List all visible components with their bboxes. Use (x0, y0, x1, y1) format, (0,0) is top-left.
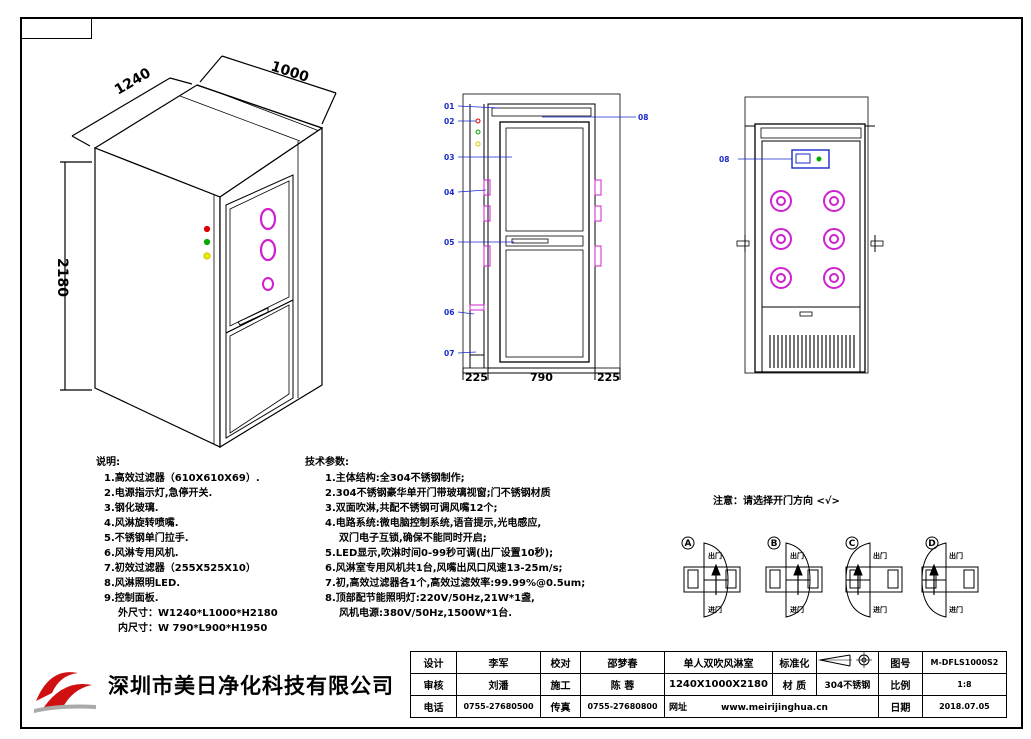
note-item: 5.不锈钢单门拉手. (104, 533, 189, 544)
standard-label: 标准化 (771, 651, 817, 674)
title-block: 设计 李军 校对 邵梦春 单人双吹风淋室 标准化 图号 M-DFLS1000S2… (410, 651, 1007, 718)
website-cell: 网址 www.meirijinghua.cn (664, 695, 879, 718)
dim-right: 225 (597, 371, 620, 384)
corner-box (20, 17, 92, 39)
dim-height: 2180 (54, 258, 70, 297)
web-value: www.meirijinghua.cn (721, 703, 828, 713)
door-b-out: 出门 (790, 551, 804, 560)
door-option-texts: 出门 进门 出门 进门 出门 进门 出门 进门 (708, 551, 963, 614)
door-c-out: 出门 (873, 551, 887, 560)
door-option-a (683, 542, 741, 618)
fax-label: 传真 (540, 695, 581, 718)
tech-item: 双门电子互锁,确保不能同时开启; (339, 533, 487, 544)
part-label-02: 02 (444, 117, 454, 126)
construction-value: 陈 蓉 (580, 673, 665, 696)
tech-block: 技术参数: 1.主体结构:全304不锈钢制作; 2.304不锈钢豪华单开门带玻璃… (305, 455, 585, 621)
tech-item: 4.电路系统:微电脑控制系统,语音提示,光电感应, (325, 518, 542, 529)
scale-label: 比例 (877, 673, 923, 696)
product-name: 单人双吹风淋室 (664, 651, 773, 674)
tech-item: 5.LED显示,吹淋时间0-99秒可调(出厂设置10秒); (325, 548, 554, 559)
drawing-no-label: 图号 (877, 651, 923, 674)
door-options (681, 536, 979, 618)
phone-value: 0755-27680500 (456, 695, 541, 718)
design-value: 李军 (456, 651, 541, 674)
scale-value: 1:8 (921, 673, 1007, 696)
inside-view (736, 96, 884, 374)
part-label-08: 08 (638, 113, 648, 122)
check-value: 邵梦春 (580, 651, 665, 674)
part-label-04: 04 (444, 188, 454, 197)
construction-label: 施工 (540, 673, 581, 696)
size-value: 1240X1000X2180 (664, 673, 773, 696)
material-label: 材 质 (771, 673, 817, 696)
dim-width: 1240 (112, 65, 154, 98)
door-letter-a: A (685, 539, 692, 549)
tech-title: 技术参数: (305, 457, 349, 468)
door-d-out: 出门 (949, 551, 963, 560)
door-option-b (765, 542, 823, 618)
door-c-in: 进门 (873, 605, 887, 614)
dim-left: 225 (465, 371, 488, 384)
review-label: 审核 (410, 673, 457, 696)
tech-item: 8.顶部配节能照明灯:220V/50Hz,21W*1盏, (325, 593, 535, 604)
tech-item: 7.初,高效过滤器各1个,高效过滤效率:99.99%@0.5um; (325, 578, 586, 589)
part-label-03: 03 (444, 153, 454, 162)
isometric-view (60, 55, 337, 449)
note-item: 外尺寸：W1240*L1000*H2180 (118, 608, 278, 619)
fax-value: 0755-27680800 (580, 695, 665, 718)
door-letter-b: B (771, 539, 778, 549)
company-name: 深圳市美日净化科技有限公司 (108, 674, 394, 698)
front-view (457, 93, 636, 380)
door-a-in: 进门 (708, 605, 722, 614)
check-label: 校对 (540, 651, 581, 674)
part-label-01: 01 (444, 102, 454, 111)
part-label-07: 07 (444, 349, 454, 358)
tech-item: 2.304不锈钢豪华单开门带玻璃视窗;门不锈钢材质 (325, 488, 551, 499)
dim-middle: 790 (530, 371, 553, 384)
notes-title: 说明: (96, 457, 120, 468)
note-item: 4.风淋旋转喷嘴. (104, 518, 179, 529)
review-value: 刘潘 (456, 673, 541, 696)
note-item: 8.风淋照明LED. (104, 578, 181, 589)
note-item: 1.高效过滤器（610X610X69）. (104, 473, 260, 484)
phone-label: 电话 (410, 695, 457, 718)
front-view-labels: 01 02 03 04 05 06 07 08 (444, 102, 648, 358)
note-item: 6.风淋专用风机. (104, 548, 179, 559)
notes-block: 说明: 1.高效过滤器（610X610X69）. 2.电源指示灯,急停开关. 3… (96, 455, 278, 636)
drawing-frame (20, 17, 1023, 729)
tech-item: 1.主体结构:全304不锈钢制作; (325, 473, 465, 484)
door-letter-d: D (928, 539, 935, 549)
part-label-05: 05 (444, 238, 454, 247)
standard-symbol-cell (815, 651, 879, 674)
part-label-06: 06 (444, 308, 454, 317)
note-item: 2.电源指示灯,急停开关. (104, 488, 213, 499)
door-a-out: 出门 (708, 551, 722, 560)
note-item: 3.钢化玻璃. (104, 503, 159, 514)
company-logo (34, 672, 96, 713)
tech-item: 风机电源:380V/50Hz,1500W*1台. (339, 608, 513, 619)
web-label: 网址 (669, 703, 688, 713)
material-value: 304不锈钢 (815, 673, 879, 696)
front-dimensions: 225 790 225 (465, 371, 620, 384)
door-d-in: 进门 (949, 605, 963, 614)
note-item: 7.初效过滤器（255X525X10） (104, 563, 256, 574)
drawing-no-value: M-DFLS1000S2 (921, 651, 1007, 674)
design-label: 设计 (410, 651, 457, 674)
door-option-c (845, 542, 903, 618)
note-item: 内尺寸：W 790*L900*H1950 (118, 623, 268, 634)
date-label: 日期 (877, 695, 923, 718)
date-value: 2018.07.05 (921, 695, 1007, 718)
door-option-d (921, 542, 979, 618)
door-b-in: 进门 (790, 605, 804, 614)
control-panel-label: 08 (719, 155, 729, 164)
dim-depth: 1000 (269, 59, 311, 86)
note-item: 9.控制面板. (104, 593, 159, 604)
door-direction-note: 注意：请选择开门方向 <√> (713, 496, 840, 507)
door-letter-c: C (849, 539, 856, 549)
door-option-letters: A B C D (685, 539, 936, 549)
tech-item: 6.风淋室专用风机共1台,风嘴出风口风速13-25m/s; (325, 563, 563, 574)
tech-item: 3.双面吹淋,共配不锈钢可调风嘴12个; (325, 503, 498, 514)
